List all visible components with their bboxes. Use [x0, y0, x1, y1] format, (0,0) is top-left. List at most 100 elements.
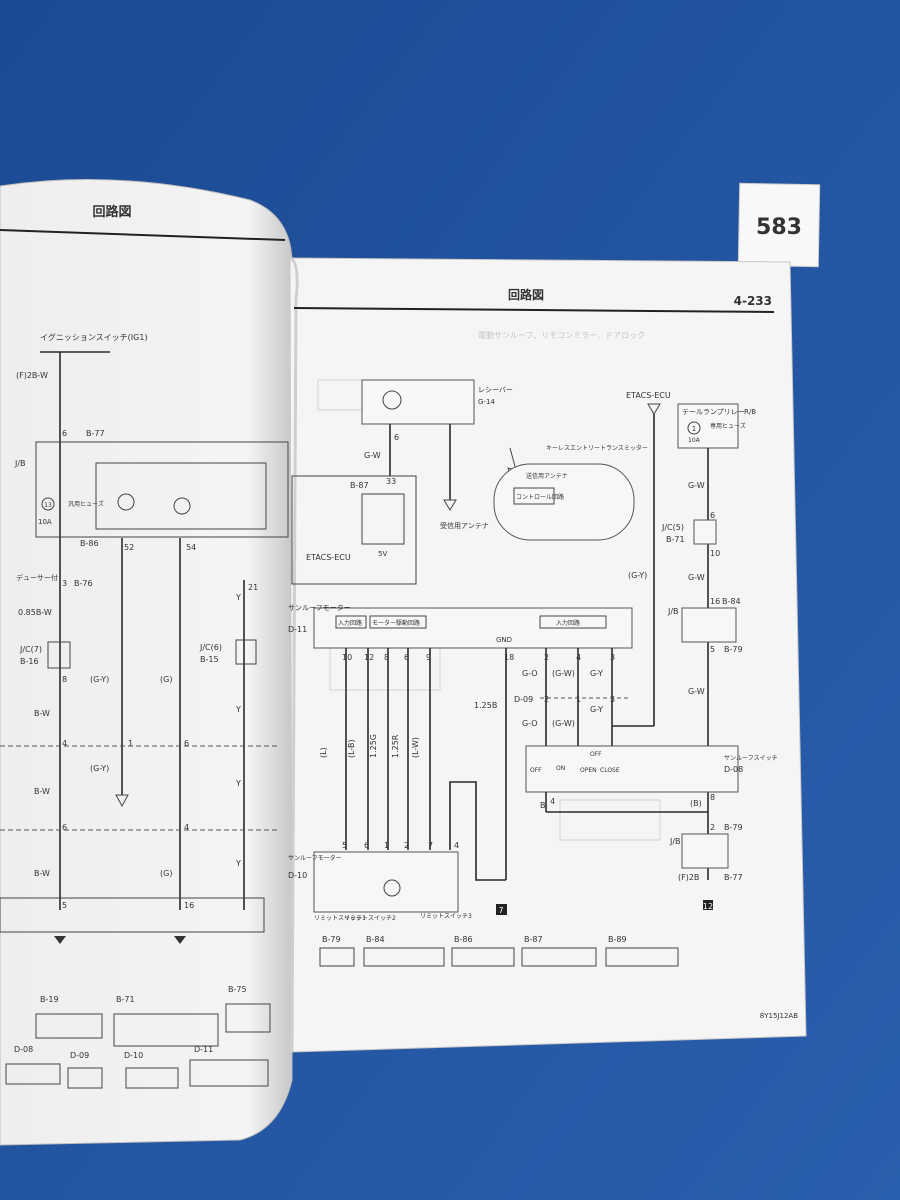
svg-text:8: 8: [62, 675, 67, 684]
svg-text:B-71: B-71: [666, 535, 685, 544]
svg-text:1.25R: 1.25R: [391, 734, 400, 758]
svg-text:1.25B: 1.25B: [474, 701, 497, 710]
svg-text:G-Y: G-Y: [590, 705, 603, 714]
svg-text:B-19: B-19: [40, 995, 59, 1004]
svg-text:GND: GND: [496, 636, 512, 644]
svg-text:キーレスエントリートランスミッター: キーレスエントリートランスミッター: [546, 444, 648, 452]
svg-text:21: 21: [248, 583, 258, 592]
left-b77: B-77: [86, 429, 105, 438]
pin-label: 9: [426, 653, 431, 662]
right-header: 回路図: [508, 287, 544, 302]
svg-text:G-W: G-W: [688, 573, 705, 582]
connector-block: [521, 947, 597, 967]
pin-label: 6: [404, 653, 409, 662]
d09-pin-label: 3: [610, 695, 615, 704]
svg-text:専用ヒューズ: 専用ヒューズ: [710, 422, 746, 430]
svg-text:J/C(5): J/C(5): [661, 523, 684, 532]
pin-label: 18: [504, 653, 514, 662]
svg-text:レシーバー: レシーバー: [478, 386, 513, 394]
svg-text:テールランプリレー: テールランプリレー: [682, 408, 745, 416]
pin-label: 2: [544, 653, 549, 662]
svg-text:B-W: B-W: [34, 709, 50, 718]
svg-text:B-76: B-76: [74, 579, 93, 588]
motor-pin-label: 5: [342, 841, 347, 850]
svg-text:1.25G: 1.25G: [369, 734, 378, 758]
svg-text:B: B: [540, 801, 546, 810]
number-sticker: 583: [737, 182, 821, 268]
svg-text:汎用ヒューズ: 汎用ヒューズ: [68, 500, 104, 508]
svg-text:B-86: B-86: [80, 539, 99, 548]
svg-text:6: 6: [184, 739, 189, 748]
svg-text:B-87: B-87: [350, 481, 369, 490]
svg-text:D-11: D-11: [194, 1045, 213, 1054]
svg-text:リミットスイッチ1: リミットスイッチ1: [314, 915, 366, 922]
svg-text:B-71: B-71: [116, 995, 135, 1004]
svg-text:6: 6: [62, 429, 67, 438]
svg-text:3: 3: [62, 579, 67, 588]
svg-text:OFF: OFF: [590, 751, 602, 758]
svg-text:(L): (L): [319, 747, 328, 758]
faint-title: 電動サンルーフ、リモコンミラー、ドアロック: [478, 331, 645, 340]
svg-text:(G-Y): (G-Y): [90, 764, 109, 773]
svg-text:入力回路: 入力回路: [556, 619, 580, 627]
bottom-connector-label: B-84: [366, 935, 385, 944]
svg-text:D-10: D-10: [288, 871, 307, 880]
svg-text:2: 2: [710, 823, 715, 832]
d09-pin-label: 2: [544, 695, 549, 704]
svg-text:(G-W): (G-W): [552, 719, 575, 728]
svg-text:G-W: G-W: [364, 451, 381, 460]
svg-text:サンルーフモーター: サンルーフモーター: [288, 854, 342, 862]
pin-label: 8: [384, 653, 389, 662]
d09-pin-label: 1: [576, 695, 581, 704]
svg-text:(G): (G): [160, 869, 172, 878]
svg-text:J/B: J/B: [667, 607, 679, 616]
svg-text:OFF: OFF: [530, 767, 542, 774]
motor-pin-label: 2: [404, 841, 409, 850]
svg-text:リミットスイッチ2: リミットスイッチ2: [344, 915, 396, 922]
svg-text:(G): (G): [160, 675, 172, 684]
pin-label: 4: [576, 653, 581, 662]
svg-text:(L-W): (L-W): [411, 737, 420, 758]
svg-text:13: 13: [44, 502, 52, 509]
svg-text:52: 52: [124, 543, 134, 552]
bottom-connector-label: B-89: [608, 935, 627, 944]
connector-block: [605, 947, 679, 967]
bottom-connector-label: B-86: [454, 935, 473, 944]
svg-text:Y: Y: [235, 593, 241, 602]
svg-text:コントロール回路: コントロール回路: [516, 493, 564, 501]
svg-text:6: 6: [394, 433, 399, 442]
svg-text:5: 5: [62, 901, 67, 910]
svg-text:B-84: B-84: [722, 597, 741, 606]
svg-text:5: 5: [710, 645, 715, 654]
pin-label: 12: [364, 653, 374, 662]
page-number: 4-233: [734, 294, 772, 308]
right-page: 回路図 4-233 電動サンルーフ、リモコンミラー、ドアロック レシーバー G-…: [288, 256, 807, 1053]
svg-text:OPEN: OPEN: [580, 767, 597, 774]
svg-text:5V: 5V: [378, 550, 387, 558]
svg-text:送信用アンテナ: 送信用アンテナ: [526, 472, 568, 480]
left-header: 回路図: [92, 204, 131, 220]
sticker-number: 583: [756, 215, 802, 240]
svg-text:8: 8: [710, 793, 715, 802]
ignition-label: イグニッションスイッチ(IG1): [40, 332, 148, 342]
svg-text:Y: Y: [235, 705, 241, 714]
svg-text:6: 6: [710, 511, 715, 520]
svg-text:D-09: D-09: [514, 695, 533, 704]
motor-pin-label: 7: [428, 841, 433, 850]
svg-text:G-Y: G-Y: [590, 669, 603, 678]
svg-text:J/C(7): J/C(7): [19, 645, 42, 654]
svg-text:G-O: G-O: [522, 719, 538, 728]
svg-text:10A: 10A: [38, 518, 52, 526]
svg-text:G-W: G-W: [688, 687, 705, 696]
svg-text:G-W: G-W: [688, 481, 705, 490]
svg-text:D-09: D-09: [70, 1051, 89, 1060]
svg-text:リミットスイッチ3: リミットスイッチ3: [420, 913, 472, 920]
svg-text:10: 10: [710, 549, 720, 558]
svg-text:(L-B): (L-B): [347, 739, 356, 758]
svg-text:1: 1: [128, 739, 133, 748]
svg-text:B-79: B-79: [724, 823, 743, 832]
svg-text:4: 4: [184, 823, 189, 832]
svg-text:デューサー付: デューサー付: [16, 573, 58, 582]
connector-block: [319, 947, 355, 967]
